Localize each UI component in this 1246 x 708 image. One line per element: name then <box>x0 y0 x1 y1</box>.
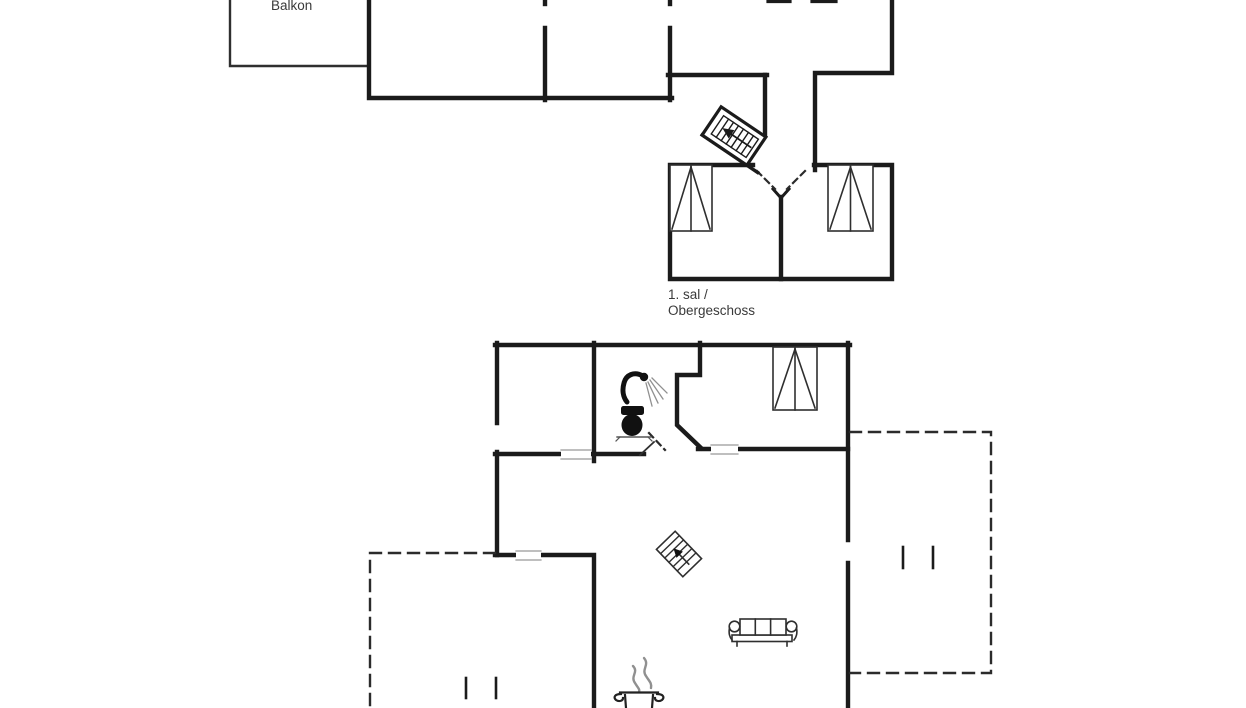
wardrobe-upper-left-icon <box>669 164 713 232</box>
door-opening-icon <box>710 443 739 456</box>
stair-direction-line <box>678 553 690 566</box>
balcony-outline <box>228 0 371 68</box>
door-jamb <box>778 186 792 201</box>
west-terrace-outline <box>368 551 497 708</box>
terrace-door-jambs <box>464 545 935 700</box>
upper-door-swings <box>755 169 807 191</box>
southwest-walls <box>492 552 597 708</box>
window-opening-icon <box>560 448 592 461</box>
door-jamb <box>770 186 784 201</box>
shower-head <box>639 372 649 382</box>
upper-floor-label-line2: Obergeschoss <box>668 303 755 318</box>
staircase-upper-icon <box>699 104 769 175</box>
stair-arrow-icon <box>722 128 735 139</box>
ground-floor-plan <box>368 340 993 708</box>
door-opening-icon <box>515 549 542 562</box>
stair-inner <box>710 114 760 159</box>
open-door-icon <box>755 169 777 191</box>
cooking-pot-icon <box>613 656 665 708</box>
openings <box>515 443 739 562</box>
shower-arm <box>620 371 646 405</box>
bathroom-east-wall <box>674 340 705 452</box>
pot-body <box>613 691 665 708</box>
shower-icon <box>620 371 668 407</box>
door-leaf-icon <box>638 440 656 457</box>
hall-door-swings <box>638 431 667 457</box>
open-door-icon <box>647 431 667 452</box>
shower-spray <box>645 377 668 407</box>
wardrobe-upper-right-icon <box>827 164 874 232</box>
sofa-icon <box>728 618 798 647</box>
staircase-ground-icon <box>655 530 703 578</box>
stair-arrow-icon <box>673 548 683 558</box>
terraces <box>368 430 993 708</box>
ground-floor-walls <box>492 340 853 708</box>
steam-icon <box>631 656 653 694</box>
open-door-icon <box>785 169 807 191</box>
upper-right-walls <box>812 0 895 173</box>
upper-floor-label-line1: 1. sal / <box>668 287 708 302</box>
upper-left-room-walls <box>366 0 675 101</box>
wardrobe-ground-icon <box>772 346 818 411</box>
upper-floor-walls <box>366 0 895 282</box>
toilet-icon <box>615 406 653 442</box>
balcony-label: Balkon <box>271 0 312 13</box>
east-terrace-outline <box>848 430 993 675</box>
upper-floor-plan: Balkon <box>228 0 895 318</box>
balcony-walls <box>228 0 371 68</box>
stair-direction-line <box>730 133 752 149</box>
